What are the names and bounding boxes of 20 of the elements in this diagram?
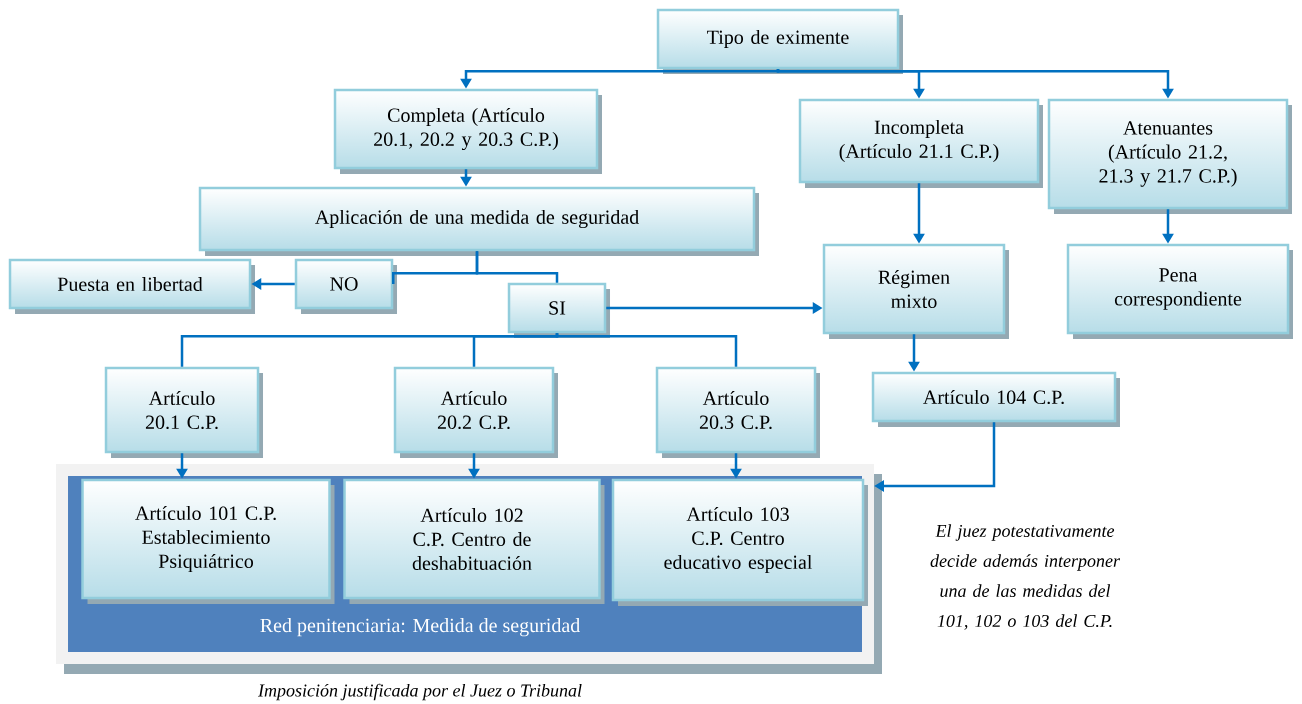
process-box: Artículo 20.1 C.P. bbox=[104, 366, 263, 458]
process-box: Tipo de eximente bbox=[656, 8, 903, 74]
process-box: Artículo 20.3 C.P. bbox=[655, 366, 820, 458]
process-box: Puesta en libertad bbox=[8, 258, 255, 314]
process-box: Incompleta (Artículo 21.1 C.P.) bbox=[798, 98, 1043, 188]
process-box: Aplicación de una medida de seguridad bbox=[198, 186, 759, 256]
process-box: Artículo 101 C.P. Establecimiento Psiquiátrico bbox=[81, 478, 335, 604]
process-box: Atenuantes (Artículo 21.2, 21.3 y 21.7 C.P.) bbox=[1047, 98, 1292, 214]
process-box: Artículo 20.2 C.P. bbox=[393, 366, 558, 458]
process-box: NO bbox=[294, 258, 397, 314]
process-box: Artículo 104 C.P. bbox=[871, 371, 1120, 427]
process-box: Pena correspondiente bbox=[1066, 243, 1293, 339]
process-box: Completa (Artículo 20.1, 20.2 y 20.3 C.P.) bbox=[333, 88, 602, 174]
process-box: Régimen mixto bbox=[822, 243, 1009, 339]
panel-label: Imposición justificada por el Juez o Tribunal bbox=[257, 683, 582, 701]
process-box: SI bbox=[507, 282, 610, 338]
note-text: El juez potestativamente decide además interponer una de las medidas del 101, 102 o 103 del C.P. bbox=[930, 524, 1121, 630]
process-box: Artículo 103 C.P. Centro educativo especial bbox=[611, 478, 868, 606]
panel-title: Red penitenciaria: Medida de seguridad bbox=[260, 618, 580, 637]
process-box: Artículo 102 C.P. Centro de deshabituación bbox=[343, 478, 605, 604]
